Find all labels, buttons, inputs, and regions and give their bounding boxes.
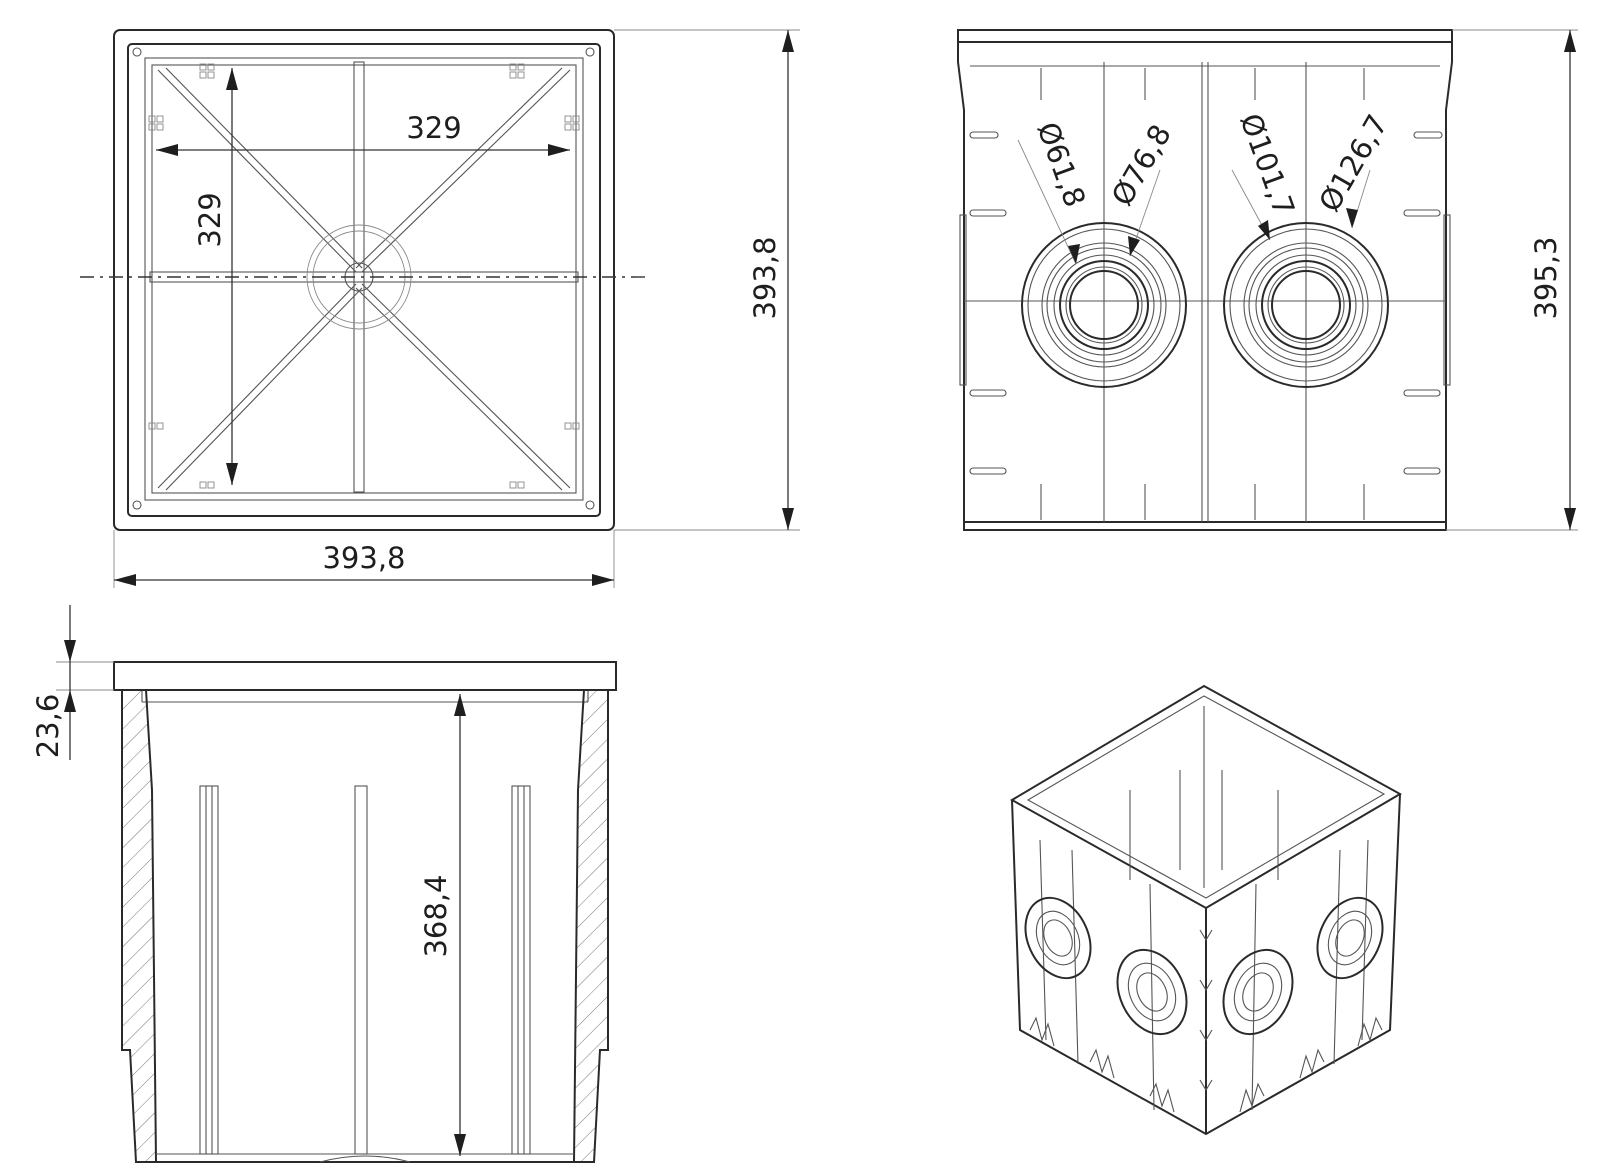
front-side-tab (959, 214, 967, 386)
screw-icon (585, 500, 595, 510)
screw-icon (132, 500, 142, 510)
dim-diameter-1: Ø61,8 (1030, 118, 1092, 212)
clip-marks (148, 63, 580, 489)
front-view: Ø61,8 Ø76,8 Ø101,7 Ø126,7 395,3 (957, 29, 1578, 531)
arrow-icon (782, 508, 794, 530)
dim-inner-depth: 368,4 (419, 874, 453, 957)
dim-diameter-3: Ø101,7 (1233, 109, 1301, 220)
top-view: 329 329 393,8 393,8 (80, 29, 800, 588)
arrow-icon (226, 463, 238, 485)
section-rim (113, 661, 617, 691)
arrow-icon (1258, 220, 1270, 240)
dim-inner-width: 329 (406, 111, 461, 145)
top-outer-frame (113, 29, 615, 531)
section-view: 23,6 368,4 (31, 605, 617, 1163)
dim-diameter-2: Ø76,8 (1105, 119, 1178, 212)
arrow-icon (1346, 208, 1358, 228)
knockout-left (1021, 222, 1187, 388)
arrow-icon (454, 1134, 466, 1156)
screw-icon (132, 47, 142, 57)
iso-rim-outer (1009, 684, 1403, 910)
arrow-icon (782, 30, 794, 52)
front-rim-top (957, 29, 1453, 43)
iso-inner-ribs (1129, 770, 1279, 880)
arrow-icon (1068, 244, 1080, 264)
right-wall-section (572, 689, 609, 1163)
isometric-view (1009, 684, 1403, 1136)
arrow-icon (548, 144, 570, 156)
dim-inner-height: 329 (193, 192, 227, 247)
dim-overall-width: 393,8 (322, 541, 405, 575)
arrow-icon (64, 690, 76, 712)
iso-side-ribs (1039, 839, 1369, 1111)
front-ribs (969, 68, 1443, 520)
screw-icon (585, 47, 595, 57)
iso-bottom-teeth (1029, 929, 1383, 1113)
dim-diameter-4: Ø126,7 (1312, 109, 1394, 218)
arrow-icon (1564, 508, 1576, 530)
arrow-icon (1128, 236, 1140, 256)
front-outline (957, 42, 1453, 531)
arrow-icon (156, 144, 178, 156)
diagonal-ribs (157, 67, 571, 491)
arrow-icon (114, 574, 136, 586)
section-ribs (199, 785, 531, 1155)
top-rim (127, 43, 601, 517)
iso-rim-inner (1026, 695, 1386, 899)
arrow-icon (226, 68, 238, 90)
top-inner-opening (144, 57, 584, 501)
arrow-icon (592, 574, 614, 586)
knockout-right (1223, 222, 1389, 388)
arrow-icon (1564, 30, 1576, 52)
iso-knockouts (1024, 896, 1384, 1036)
section-drain (319, 1155, 411, 1163)
dim-rim-height: 23,6 (31, 694, 65, 759)
arrow-icon (454, 694, 466, 716)
front-side-tab (1443, 214, 1451, 386)
arrow-icon (64, 640, 76, 662)
dim-front-height: 395,3 (1529, 236, 1563, 319)
dim-overall-height: 393,8 (748, 236, 782, 319)
left-wall-section (121, 689, 158, 1163)
